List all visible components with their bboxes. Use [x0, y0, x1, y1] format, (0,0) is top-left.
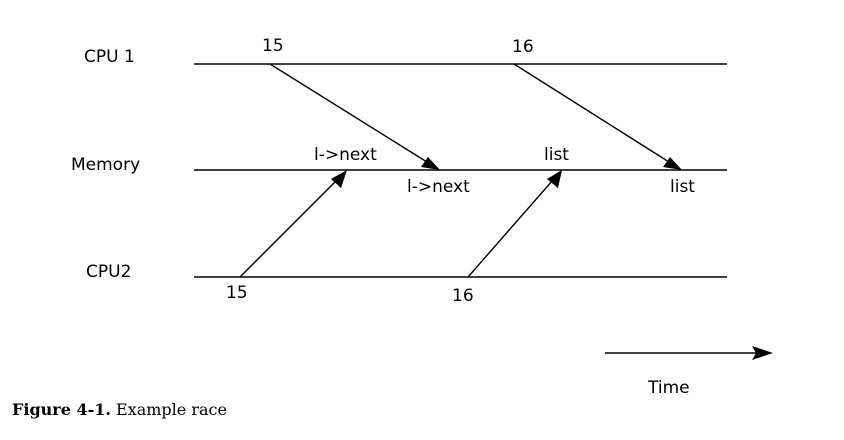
arrow-cpu2-15-to-memory: [239, 170, 347, 278]
event-cpu2-15: 15: [226, 283, 248, 303]
lane-label-memory: Memory: [71, 155, 140, 175]
arrow-cpu1-15-to-memory: [269, 63, 440, 170]
event-cpu1-16: 16: [512, 37, 534, 57]
lane-label-cpu1: CPU 1: [84, 47, 135, 67]
figure-caption-text: Example race: [116, 400, 227, 419]
event-mem-write-next: l->next: [314, 145, 377, 165]
arrow-cpu2-16-to-memory: [467, 170, 562, 278]
arrow-cpu1-16-to-memory: [513, 63, 682, 170]
event-mem-read-next: l->next: [407, 177, 470, 197]
figure-number: Figure 4-1.: [12, 400, 111, 419]
time-axis-label: Time: [647, 378, 690, 398]
event-cpu1-15: 15: [262, 36, 284, 56]
event-mem-read-list: list: [670, 177, 695, 197]
time-arrow: [605, 346, 773, 360]
lane-label-cpu2: CPU2: [86, 262, 131, 282]
figure-caption: Figure 4-1. Example race: [12, 400, 227, 419]
event-mem-write-list: list: [544, 145, 569, 165]
event-cpu2-16: 16: [452, 286, 474, 306]
